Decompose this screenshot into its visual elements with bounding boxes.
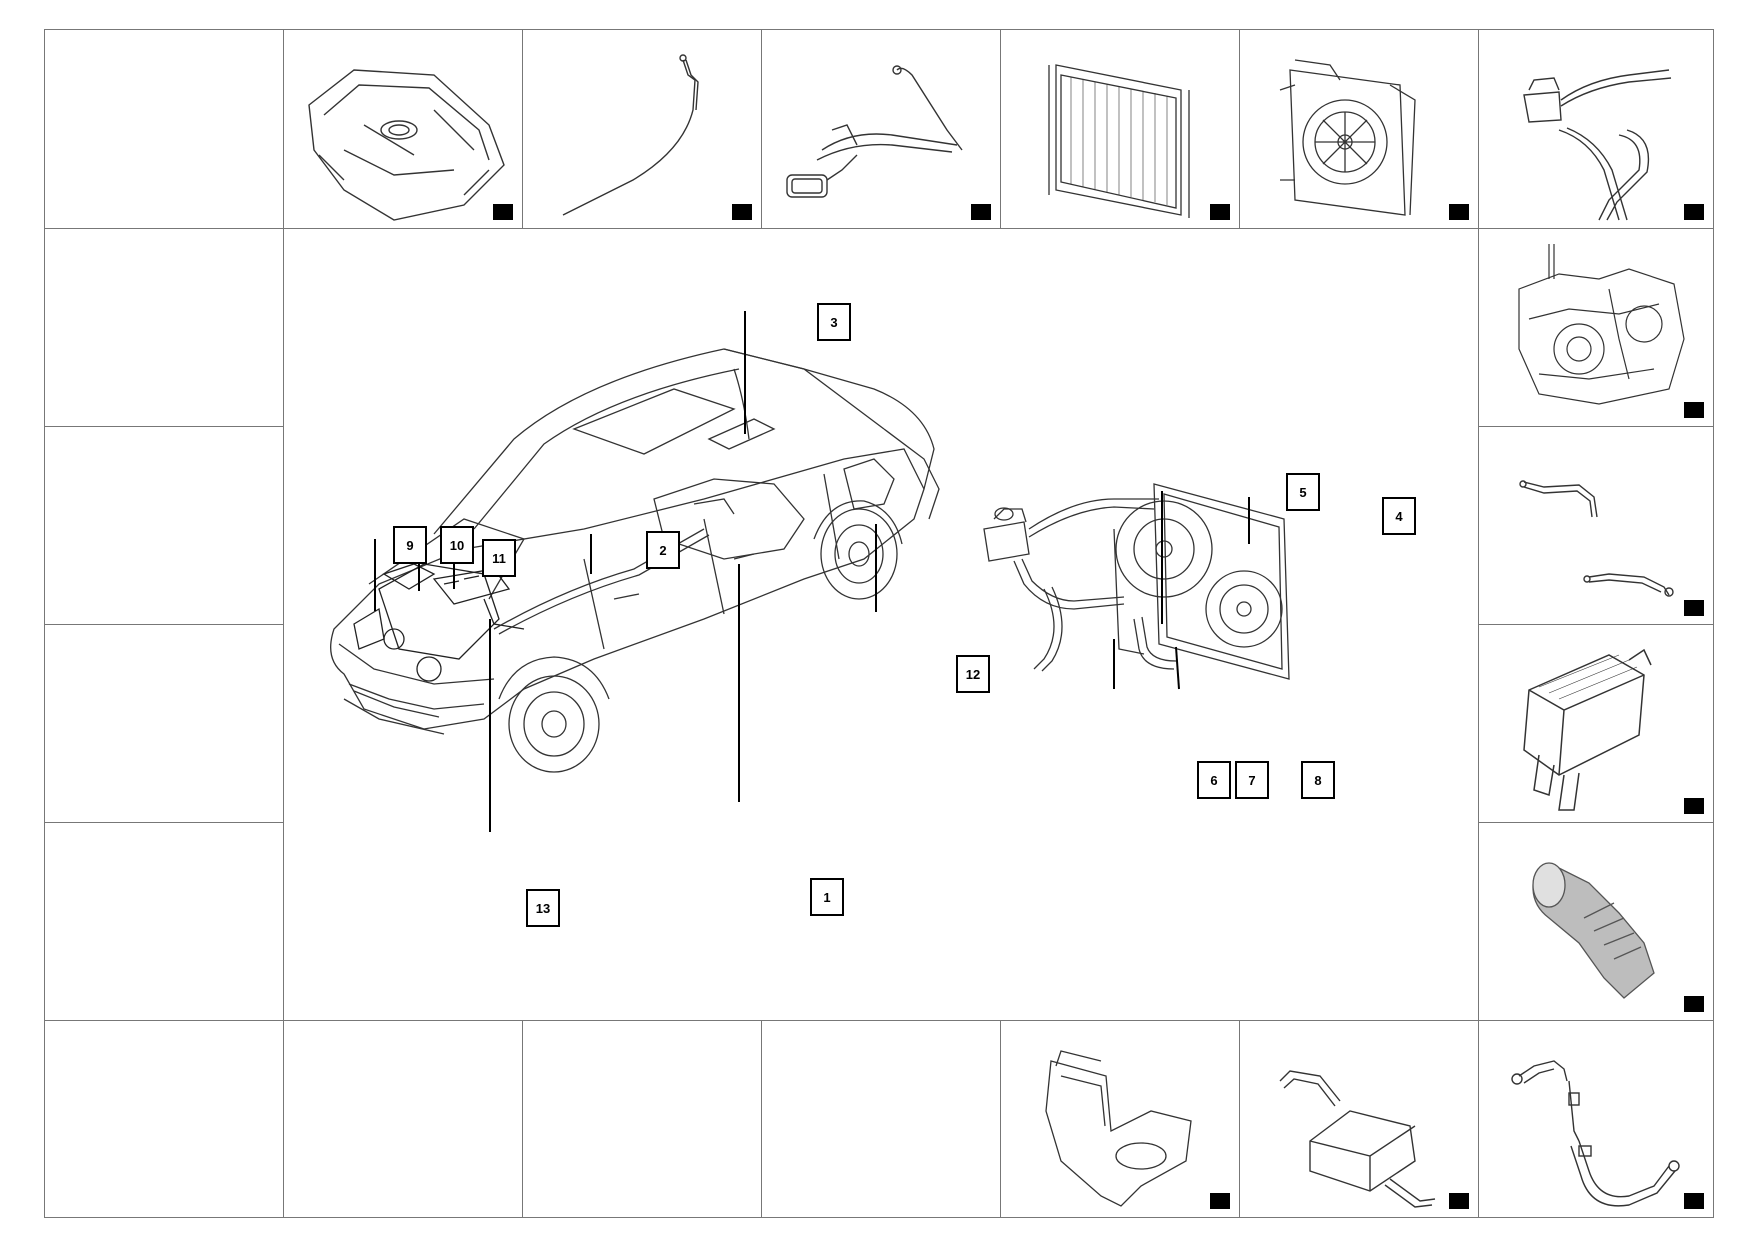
empty-cell-left-2: [44, 228, 284, 427]
callout-10: 10: [440, 526, 474, 564]
callout-7: 7: [1235, 761, 1269, 799]
callout-11: 11: [482, 539, 516, 577]
part-marker: [732, 204, 752, 220]
fuel-system-sketch: [493, 368, 895, 635]
radiator-assembly-sketch: [983, 483, 1290, 680]
part-cell-heat-shield: [1000, 1020, 1240, 1218]
part-marker: [1449, 204, 1469, 220]
empty-cell-bottom-3: [761, 1020, 1001, 1218]
empty-cell-left-4: [44, 624, 284, 823]
callout-3: 3: [817, 303, 851, 341]
part-marker: [1210, 1193, 1230, 1209]
callout-13: 13: [526, 889, 560, 927]
part-marker: [1684, 798, 1704, 814]
part-cell-coolant-reservoir-hoses: [1478, 29, 1714, 229]
fuel-line-illustration: [562, 54, 699, 216]
part-cell-air-intake-duct: [1478, 822, 1714, 1021]
empty-cell-bottom-1: [283, 1020, 523, 1218]
part-marker: [1684, 600, 1704, 616]
callout-5: 5: [1286, 473, 1320, 511]
fuel-tank-illustration: [308, 69, 505, 221]
intake-duct-illustration: [1532, 862, 1655, 999]
part-cell-fuel-line: [522, 29, 762, 229]
empty-cell-bottom-2: [522, 1020, 762, 1218]
radiator-illustration: [1048, 64, 1190, 218]
part-marker: [1684, 1193, 1704, 1209]
part-marker: [493, 204, 513, 220]
air-cleaner-illustration: [1523, 648, 1652, 811]
reservoir-hoses-illustration: [1523, 69, 1672, 221]
heat-shield-illustration: [1045, 1050, 1192, 1207]
callout-6: 6: [1197, 761, 1231, 799]
coolant-hose-illustration: [1511, 1060, 1680, 1207]
vehicle-cooling-system-drawing: [330, 311, 1290, 832]
part-marker: [1684, 996, 1704, 1012]
part-cell-evap-canister-lines: [761, 29, 1001, 229]
part-marker: [1210, 204, 1230, 220]
callout-4: 4: [1382, 497, 1416, 535]
part-marker: [971, 204, 991, 220]
callout-12: 12: [956, 655, 990, 693]
heater-hoses-illustration: [1519, 480, 1674, 597]
part-cell-transmission: [1478, 228, 1714, 427]
transmission-illustration: [1518, 244, 1685, 405]
callout-1: 1: [810, 878, 844, 916]
part-cell-muffler: [1239, 1020, 1479, 1218]
part-cell-fuel-tank: [283, 29, 523, 229]
part-marker: [1449, 1193, 1469, 1209]
callout-leader-lines: [374, 311, 1250, 832]
callout-8: 8: [1301, 761, 1335, 799]
part-cell-coolant-hose-assembly: [1478, 1020, 1714, 1218]
empty-cell-left-5: [44, 822, 284, 1021]
part-cell-cooling-fan-shroud: [1239, 29, 1479, 229]
muffler-illustration: [1279, 1070, 1436, 1208]
evap-canister-illustration: [786, 65, 963, 198]
part-cell-radiator: [1000, 29, 1240, 229]
empty-cell-left-3: [44, 426, 284, 625]
callout-9: 9: [393, 526, 427, 564]
car-body-sketch: [330, 348, 940, 773]
part-marker: [1684, 204, 1704, 220]
empty-cell-left-6: [44, 1020, 284, 1218]
fan-shroud-illustration: [1279, 59, 1416, 216]
callout-2: 2: [646, 531, 680, 569]
part-cell-heater-hoses: [1478, 426, 1714, 625]
central-vehicle-diagram: 1 2 3 4 5 6 7 8 9 10 11 12 13: [283, 228, 1479, 1021]
part-marker: [1684, 402, 1704, 418]
empty-cell-left-1: [44, 29, 284, 229]
part-cell-air-cleaner: [1478, 624, 1714, 823]
